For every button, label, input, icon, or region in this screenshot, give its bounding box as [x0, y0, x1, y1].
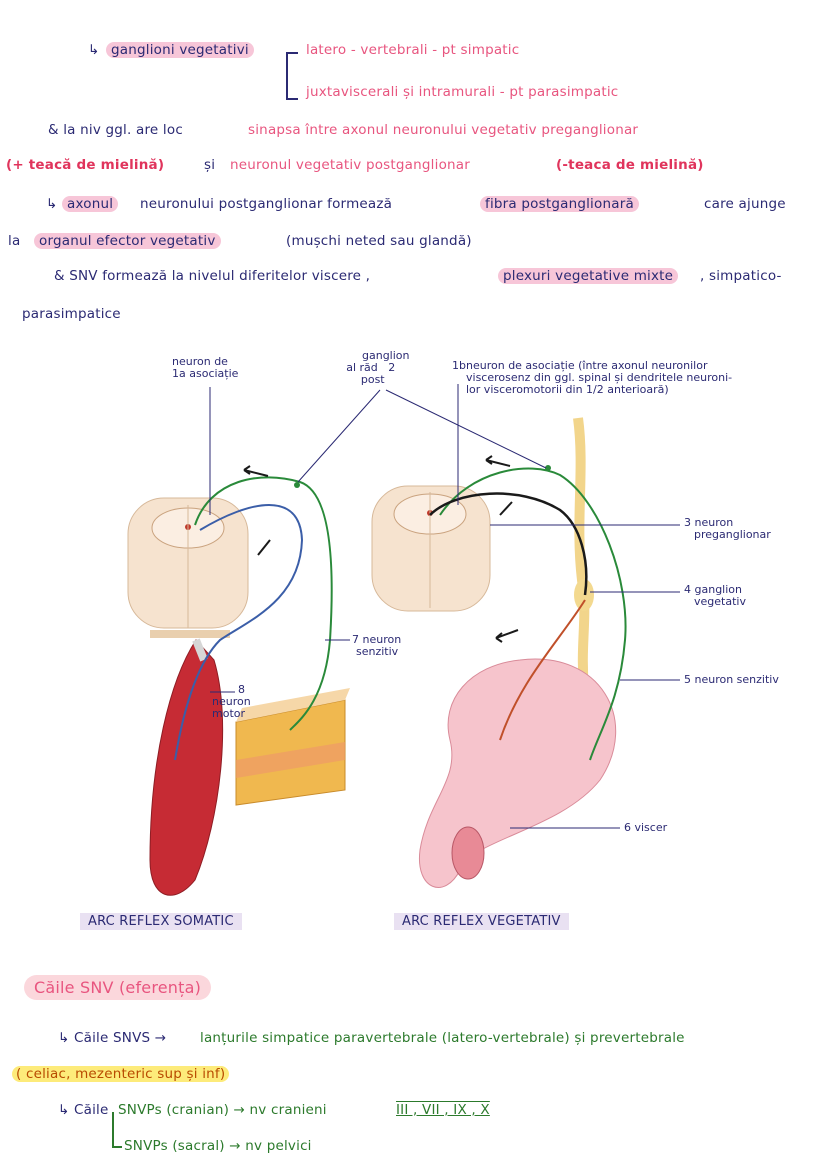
- note-ajunge: care ajunge: [704, 196, 786, 212]
- spinal-cord-right: [371, 485, 491, 612]
- note-snv-formeaza: & SNV formează la nivelul diferitelor vi…: [54, 268, 371, 284]
- viscera: [418, 658, 617, 888]
- note-si: și: [204, 157, 216, 173]
- caption-somatic: ARC REFLEX SOMATIC: [80, 913, 242, 930]
- bullet-arrow: ↳: [88, 42, 100, 58]
- label-viscer: 6 viscer: [624, 821, 668, 834]
- label-neuron-senzitiv-5: 5 neuron senzitiv: [684, 673, 779, 686]
- note-muschi: (mușchi neted sau glandă): [286, 233, 472, 249]
- note-axonul: axonul: [62, 196, 119, 212]
- note-ganglioni: ganglioni vegetativi: [106, 42, 254, 58]
- note-juxta: juxtaviscerali și intramurali - pt paras…: [306, 84, 619, 100]
- caile-snvps-nervi: III , VII , IX , X: [396, 1102, 490, 1118]
- label-neuron-senzitiv-7: 7 neuron senzitiv: [352, 633, 402, 658]
- caile-snvs-prevertebrale: ( celiac, mezenteric sup și inf): [12, 1066, 230, 1082]
- caile-snvps-label: ↳ Căile: [58, 1102, 109, 1118]
- caile-snvs: ↳ Căile SNVS →: [58, 1030, 167, 1046]
- label-ganglion-rad-post: ganglion al răd 2 post: [346, 349, 410, 386]
- note-plexuri: plexuri vegetative mixte: [498, 268, 679, 284]
- label-neuron-motor: 8 neuron motor: [212, 683, 251, 720]
- spinal-cord-left: [127, 497, 249, 638]
- note-teaca-minus: (-teaca de mielină): [556, 157, 704, 173]
- muscle: [149, 638, 224, 896]
- label-neuron-asociatie-1b: neuron de asociație (între axonul neuron…: [466, 359, 733, 396]
- skin-block: [235, 688, 350, 806]
- note-sinapsa: sinapsa între axonul neuronului vegetati…: [248, 122, 639, 138]
- label-1b-num: 1b: [452, 359, 466, 372]
- caile-snvps-sacral: SNVPs (sacral) → nv pelvici: [124, 1138, 312, 1154]
- note-la: la: [8, 233, 21, 249]
- caption-vegetativ: ARC REFLEX VEGETATIV: [394, 913, 569, 930]
- note-organul: organul efector vegetativ: [34, 233, 221, 249]
- note-sinapsa-intro: & la niv ggl. are loc: [48, 122, 183, 138]
- label-neuron-preganglionar: 3 neuron preganglionar: [684, 516, 771, 541]
- note-parasimpatice: parasimpatice: [22, 306, 121, 322]
- caile-snvs-lanturi: lanțurile simpatice paravertebrale (late…: [200, 1030, 685, 1046]
- note-postganglionar: neuronul vegetativ postganglionar: [230, 157, 471, 173]
- section-title: Căile SNV (eferența): [24, 975, 212, 1000]
- sympathetic-chain: [573, 417, 594, 691]
- bullet-arrow-2: ↳: [46, 196, 58, 212]
- bracket-snvps: [112, 1112, 122, 1148]
- label-neuron-asociatie: neuron de 1a asociație: [172, 355, 239, 380]
- note-formeaza: neuronului postganglionar formează: [140, 196, 393, 212]
- label-ganglion-vegetativ: 4 ganglion vegetativ: [684, 583, 746, 608]
- bracket: [286, 52, 298, 100]
- note-teaca-plus: (+ teacă de mielină): [6, 157, 165, 173]
- note-latero: latero - vertebrali - pt simpatic: [306, 42, 520, 58]
- note-fibra: fibra postganglionară: [480, 196, 639, 212]
- note-simpatico: , simpatico-: [700, 268, 782, 284]
- caile-snvps-cranian: SNVPs (cranian) → nv cranieni: [118, 1102, 327, 1118]
